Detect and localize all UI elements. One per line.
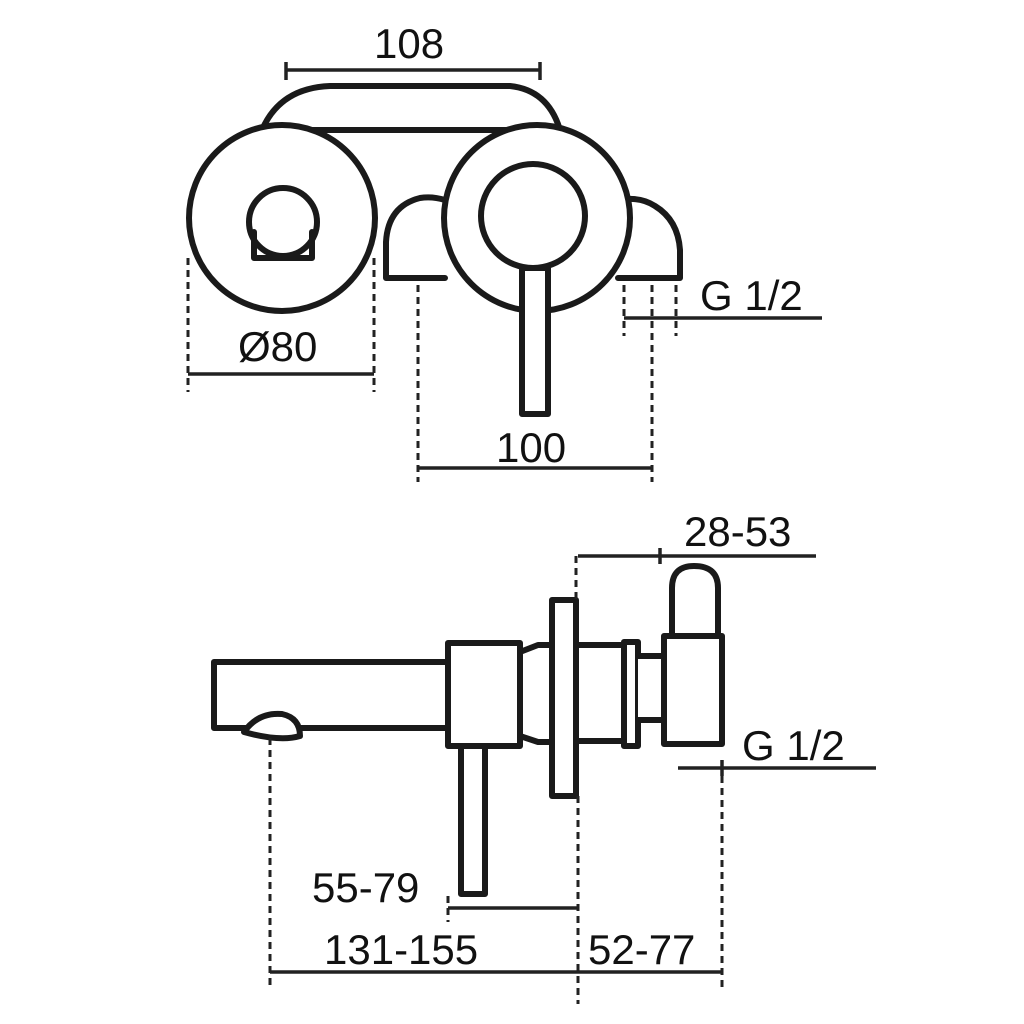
wall-plate: [549, 597, 579, 799]
in-wall-connector: [635, 653, 667, 723]
aerator: [241, 710, 303, 742]
dim-52-77-label: 52-77: [588, 926, 695, 973]
dim-100-label: 100: [496, 424, 566, 471]
back-plate: [259, 83, 563, 133]
left-connector-ear: [383, 194, 448, 281]
valve-box: [661, 633, 725, 747]
left-knob-base: [251, 229, 315, 261]
dim-108-label: 108: [374, 20, 444, 67]
dim-55-79-label: 55-79: [312, 864, 419, 911]
side-lever: [458, 743, 488, 897]
dim-28-53-label: 28-53: [684, 508, 791, 555]
dim-80-label: Ø80: [238, 323, 317, 370]
dim-131-155-label: 131-155: [324, 926, 478, 973]
body-neck: [517, 642, 555, 745]
g-side-label: G 1/2: [742, 722, 845, 769]
mixer-body: [445, 640, 523, 749]
g-top-label: G 1/2: [700, 272, 803, 319]
left-knob: [246, 185, 320, 259]
spout: [211, 659, 451, 731]
top-view: 108 Ø80 100 G 1/2: [186, 20, 822, 482]
right-rose-inner: [478, 161, 588, 271]
in-wall-body: [573, 642, 627, 744]
side-view: 28-53 G 1/2 55-79 131-155 52-77: [211, 508, 876, 1004]
lever-handle: [519, 265, 551, 417]
valve-cap: [669, 563, 721, 639]
right-connector-ear: [615, 195, 683, 281]
